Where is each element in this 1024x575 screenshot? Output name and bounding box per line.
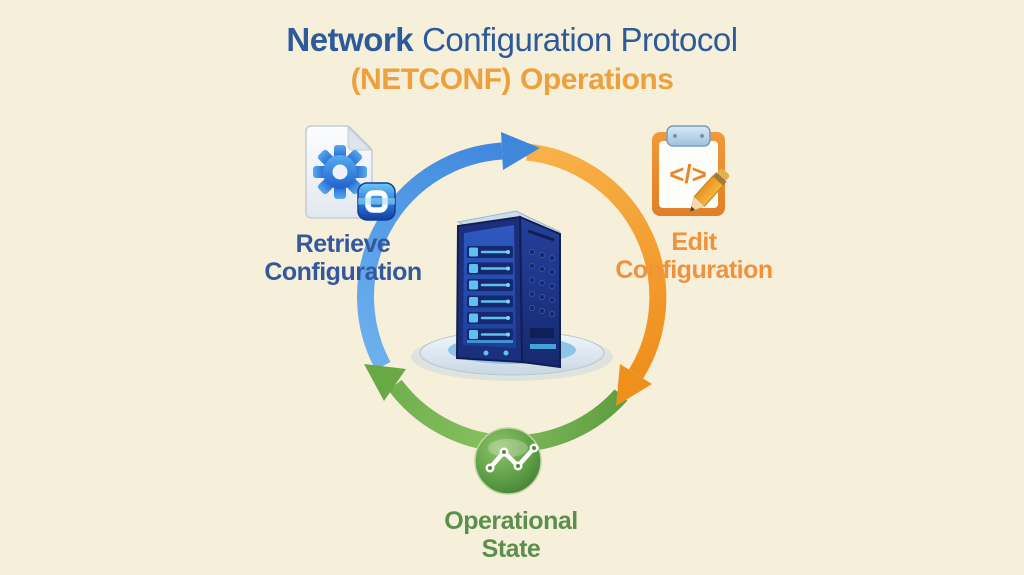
retrieve-label-line1: Retrieve [295, 230, 391, 258]
operational-state-label: Operational State [401, 507, 621, 563]
edit-label-line1: Edit [671, 228, 717, 256]
config-badge-icon [357, 182, 396, 221]
edit-clipboard-code-icon: </> [652, 125, 730, 216]
pencil-icon [689, 168, 730, 213]
operational-label-line1: Operational [444, 507, 578, 535]
code-glyph: </> [669, 159, 707, 189]
retrieve-configuration-arrow [357, 142, 503, 371]
edit-configuration-label: Edit Configuration [594, 228, 794, 284]
title-line2-rest: Operations [520, 62, 674, 96]
server-icon [455, 210, 562, 369]
gear-icon [313, 145, 367, 199]
edit-label-line2: Configuration [615, 256, 773, 284]
edit-configuration-arrow [526, 143, 667, 379]
title-line1-emphasis: Network [286, 21, 414, 58]
orange-arrowhead [616, 364, 652, 406]
blue-arrowhead [501, 132, 540, 170]
line-chart-icon [474, 427, 542, 495]
operational-label-line2: State [481, 535, 541, 563]
title-line2: (NETCONF)Operations [0, 62, 1024, 98]
green-arrowhead [364, 364, 406, 401]
retrieve-configuration-label: Retrieve Configuration [233, 230, 453, 286]
title-line1-rest: Configuration Protocol [422, 21, 738, 58]
config-file-gear-icon [305, 125, 396, 221]
server-rack-slots [467, 246, 513, 341]
title-line2-emphasis: (NETCONF) [350, 62, 512, 96]
retrieve-label-line2: Configuration [264, 258, 422, 286]
